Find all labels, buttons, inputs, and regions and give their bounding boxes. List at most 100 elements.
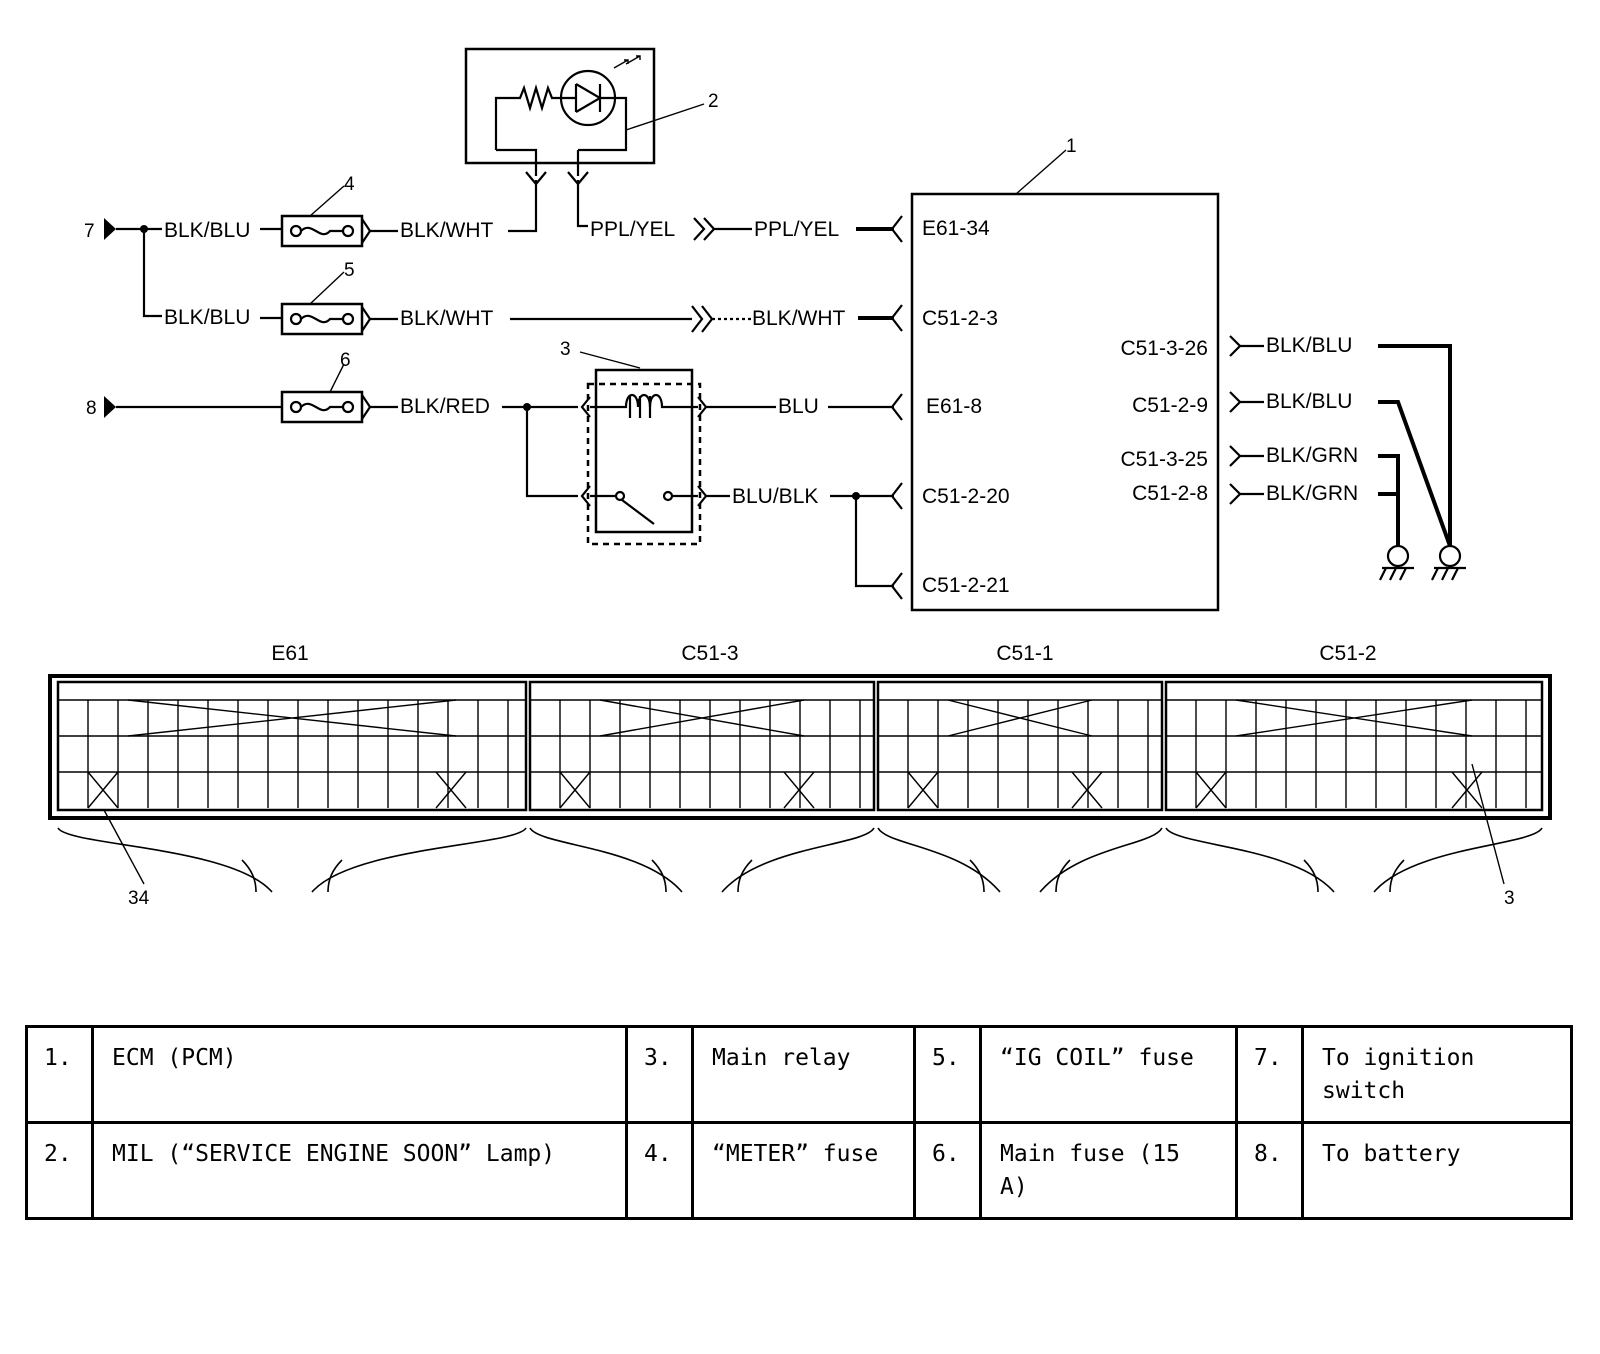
wire-bundle-curve <box>737 859 753 893</box>
unused-pin-mark <box>559 771 591 809</box>
legend-row: 1. ECM (PCM) 3. Main relay 5. “IG COIL” … <box>25 1025 1573 1124</box>
legend-number: 5. <box>913 1025 982 1124</box>
ignition-terminal-icon <box>104 218 116 240</box>
legend-text: ECM (PCM) <box>91 1025 628 1124</box>
ecm-terminal-c51-2-9: C51-2-9 <box>1132 394 1208 417</box>
callout-6: 6 <box>340 350 351 371</box>
legend-number: 8. <box>1235 1121 1304 1220</box>
wire-bundle-curve <box>721 827 875 893</box>
battery-terminal-icon <box>104 396 116 418</box>
wire-label-gnd-1: BLK/BLU <box>1266 334 1352 357</box>
unused-pin-mark <box>127 699 457 737</box>
unused-pin-mark <box>599 699 805 737</box>
wire-bundle-curve <box>327 859 343 893</box>
callout-7: 7 <box>84 221 95 242</box>
ecm-terminal-c51-2-21: C51-2-21 <box>922 574 1010 597</box>
wiring-diagram: 2 7 BLK/BLU 4 BLK/WHT PPL/YEL PPL/YEL BL… <box>48 47 1552 909</box>
unused-pin-mark <box>435 771 467 809</box>
fuse-5 <box>280 302 372 336</box>
connector-label-c51-1: C51-1 <box>996 642 1053 665</box>
legend-text: Main relay <box>691 1025 916 1124</box>
ecm-box <box>910 192 1220 612</box>
ecm-terminal-e61-34: E61-34 <box>922 217 990 240</box>
unused-pin-mark <box>1235 699 1473 737</box>
legend-text: To ignition switch <box>1301 1025 1573 1124</box>
legend-number: 6. <box>913 1121 982 1220</box>
legend-text: “METER” fuse <box>691 1121 916 1220</box>
wire-bundle-curve <box>1055 859 1071 893</box>
callout-5: 5 <box>344 260 355 281</box>
unused-pin-mark <box>783 771 815 809</box>
callout-3: 3 <box>560 339 571 360</box>
wire-bundle-curve <box>1303 859 1319 893</box>
legend-text: Main fuse (15 A) <box>979 1121 1238 1220</box>
wire-bundle-curve <box>1165 827 1335 893</box>
legend-number: 2. <box>25 1121 94 1220</box>
unused-pin-mark <box>1451 771 1483 809</box>
callout-34: 34 <box>128 888 150 909</box>
unused-pin-mark <box>907 771 939 809</box>
ground-icon <box>1379 544 1414 581</box>
wire-label-relay-coil: BLU <box>778 395 819 418</box>
wire-label-fuse6-out: BLK/RED <box>400 395 490 418</box>
connector-block <box>1164 680 1544 812</box>
fuse-6 <box>280 390 372 424</box>
legend-text: “IG COIL” fuse <box>979 1025 1238 1124</box>
legend-text: To battery <box>1301 1121 1573 1220</box>
unused-pin-mark <box>1071 771 1103 809</box>
wire-bundle-curve <box>241 859 257 893</box>
ecm-terminal-c51-2-20: C51-2-20 <box>922 485 1010 508</box>
wire-label-ecm-mil: PPL/YEL <box>754 218 839 241</box>
wire-bundle-curve <box>877 827 1001 893</box>
wire-bundle-curve <box>57 827 273 893</box>
connector-block <box>56 680 528 812</box>
unused-pin-mark <box>947 699 1093 737</box>
wire-bundle-curve <box>651 859 667 893</box>
ecm-terminal-c51-2-8: C51-2-8 <box>1132 482 1208 505</box>
wire-label-fuse5-in: BLK/BLU <box>164 306 250 329</box>
legend-table: 1. ECM (PCM) 3. Main relay 5. “IG COIL” … <box>25 1025 1573 1220</box>
legend-row: 2. MIL (“SERVICE ENGINE SOON” Lamp) 4. “… <box>25 1121 1573 1220</box>
wire-label-relay-sw: BLU/BLK <box>732 485 818 508</box>
wire-bundle-curve <box>969 859 985 893</box>
connector-label-c51-2: C51-2 <box>1319 642 1376 665</box>
ecm-terminal-c51-3-25: C51-3-25 <box>1120 448 1208 471</box>
connector-outline <box>48 674 1552 820</box>
wire-label-gnd-4: BLK/GRN <box>1266 482 1358 505</box>
wire-bundle-curve <box>529 827 683 893</box>
wire-label-gnd-2: BLK/BLU <box>1266 390 1352 413</box>
wire-label-fuse4-in: BLK/BLU <box>164 219 250 242</box>
legend-number: 1. <box>25 1025 94 1124</box>
legend-text: MIL (“SERVICE ENGINE SOON” Lamp) <box>91 1121 628 1220</box>
wire-label-fuse4-out: BLK/WHT <box>400 219 494 242</box>
legend-number: 3. <box>625 1025 694 1124</box>
callout-4: 4 <box>344 174 355 195</box>
connector-block <box>528 680 876 812</box>
wire-bundle-curve <box>1373 827 1543 893</box>
wire-label-mil-out: PPL/YEL <box>590 218 675 241</box>
main-relay <box>580 368 708 546</box>
connector-block <box>876 680 1164 812</box>
callout-8: 8 <box>86 398 97 419</box>
wire-label-ecm-ig: BLK/WHT <box>752 307 846 330</box>
ecm-connector-face <box>48 674 1552 893</box>
legend-number: 4. <box>625 1121 694 1220</box>
unused-pin-mark <box>1195 771 1227 809</box>
wire-label-fuse5-out: BLK/WHT <box>400 307 494 330</box>
wire-bundle-curve <box>1039 827 1163 893</box>
ecm-terminal-e61-8: E61-8 <box>926 395 982 418</box>
wire-bundle-curve <box>311 827 527 893</box>
callout-1: 1 <box>1066 136 1077 157</box>
connector-label-c51-3: C51-3 <box>681 642 738 665</box>
ecm-terminal-c51-3-26: C51-3-26 <box>1120 337 1208 360</box>
ecm-terminal-c51-2-3: C51-2-3 <box>922 307 998 330</box>
ground-icon <box>1431 544 1466 581</box>
callout-2: 2 <box>708 91 719 112</box>
leader-2 <box>625 103 705 131</box>
mil-lamp <box>464 47 656 186</box>
fuse-4 <box>280 214 372 248</box>
callout-3-connector: 3 <box>1504 888 1515 909</box>
wire-bundle-curve <box>1389 859 1405 893</box>
wire-label-gnd-3: BLK/GRN <box>1266 444 1358 467</box>
connector-label-e61: E61 <box>271 642 308 665</box>
